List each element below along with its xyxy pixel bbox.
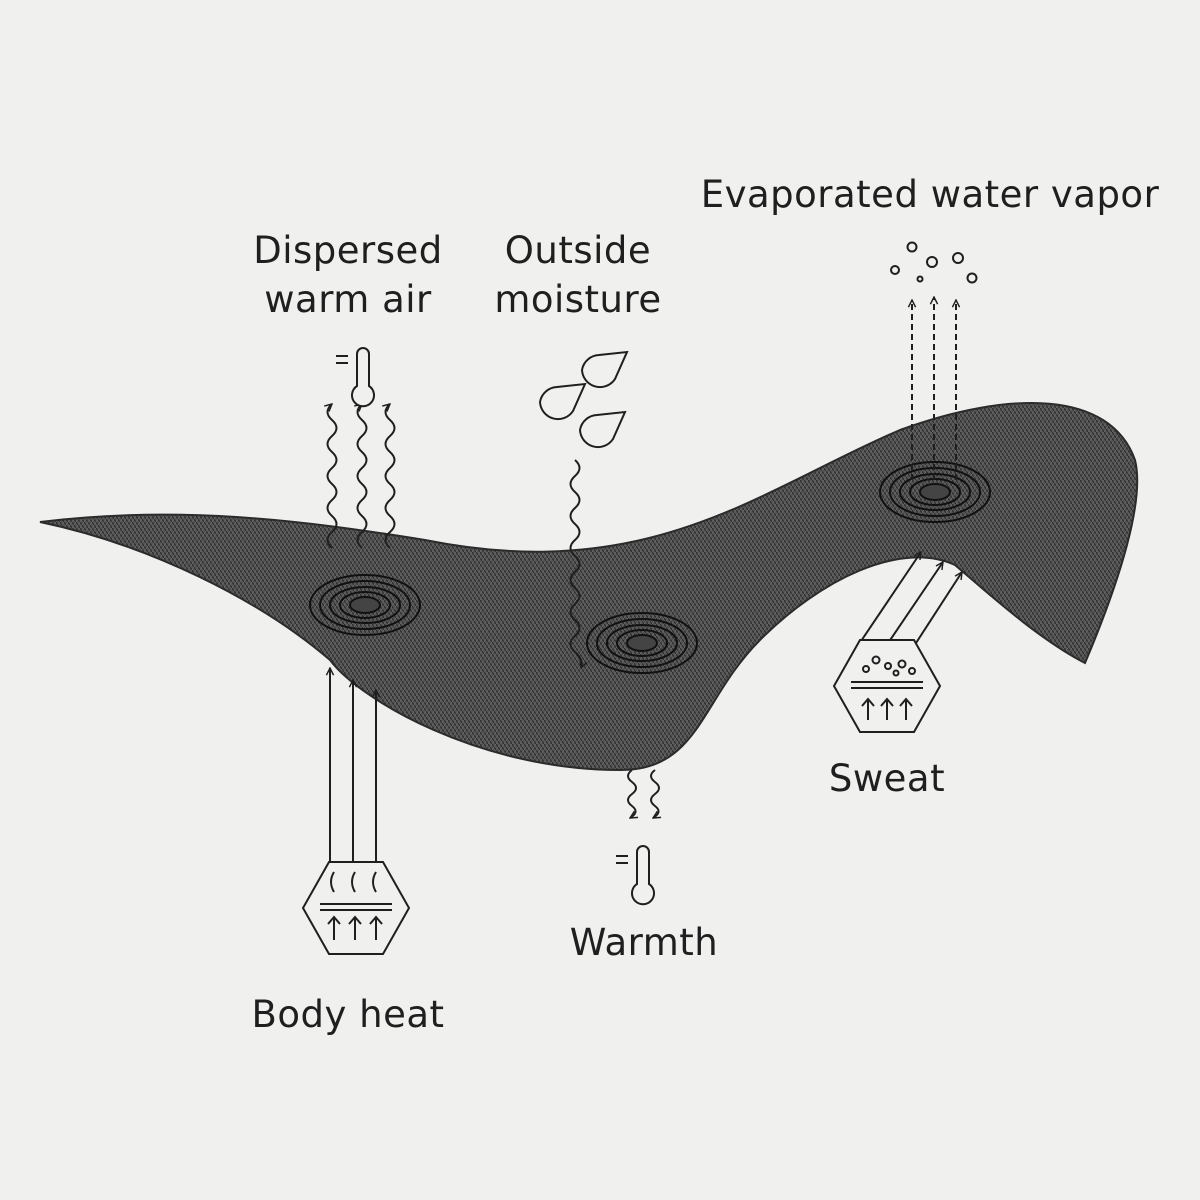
water-droplet-icon: [538, 350, 629, 449]
sweat-hexagon-icon: [832, 639, 942, 733]
sweat-label: Sweat: [828, 757, 946, 800]
thermometer-icon: [336, 347, 375, 408]
evaporated-water-vapor-label: Evaporated water vapor: [700, 173, 1160, 216]
outside-moisture-label: Outside moisture: [488, 226, 668, 324]
vapor-dashed-arrows: [912, 297, 956, 480]
label-line: warm air: [264, 278, 432, 321]
label-line: moisture: [494, 278, 662, 321]
warmth-label: Warmth: [569, 921, 719, 964]
dispersed-warm-air-label: Dispersed warm air: [250, 226, 446, 324]
body-heat-arrows: [330, 668, 376, 865]
label-line: Dispersed: [253, 229, 443, 272]
warmth-wavy-arrows: [627, 769, 659, 819]
body-heat-label: Body heat: [251, 993, 445, 1036]
knit-fabric-layer: [39, 402, 1139, 772]
body-heat-hexagon-icon: [301, 861, 411, 955]
label-line: Outside: [504, 229, 652, 272]
warm-air-wavy-arrows: [328, 404, 396, 549]
vapor-bubbles-icon: [890, 241, 978, 284]
thermometer-icon: [616, 845, 655, 906]
moisture-wavy-arrow: [569, 459, 582, 668]
